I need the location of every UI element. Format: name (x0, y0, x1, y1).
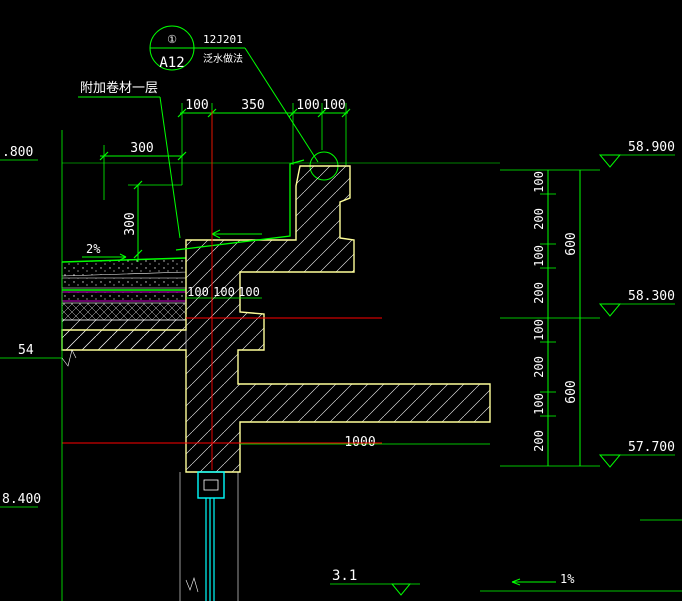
elevation-marker-3: 57.700 (598, 440, 675, 468)
dim-parapet-offset: 300 (99, 141, 187, 200)
dim-top-3: 100 (296, 98, 319, 113)
dim-overhang-text: 1000 (344, 435, 375, 450)
elevation-marker-2: 58.300 (598, 289, 675, 317)
dim-right-8: 200 (532, 430, 546, 452)
right-dimension-column: 100 200 100 200 100 200 100 200 600 600 (500, 169, 600, 467)
dim-right-5: 100 (532, 319, 546, 341)
callout-sheet: A12 (159, 55, 184, 71)
dim-beam-3: 100 (238, 285, 260, 299)
dim-right-2: 200 (532, 208, 546, 230)
dim-right-3: 100 (532, 245, 546, 267)
callout-leader (244, 47, 319, 163)
slope-bottom-arrow (511, 578, 556, 586)
window-frame (179, 471, 239, 601)
dim-top-2: 350 (241, 98, 264, 113)
dim-top-4: 100 (322, 98, 345, 113)
callout-index: ① (167, 33, 177, 46)
dim-right-7: 100 (532, 393, 546, 415)
edge-label-top: .800 (2, 145, 33, 160)
window-head-profile (197, 471, 225, 499)
dim-beam-2: 100 (213, 285, 235, 299)
elevation-marker-1: 58.900 (598, 140, 675, 168)
concrete-section (61, 165, 491, 473)
level-bottom-left: 3.1 (332, 568, 357, 584)
roof-lightweight-fill-layer (61, 302, 187, 321)
parapet-waterproof-layer (175, 159, 305, 251)
callout-reference: 12J201 (203, 33, 243, 46)
roof-screed-layer (61, 277, 187, 289)
edge-label-mid: 54 (18, 343, 34, 358)
edge-label-bottom: 8.400 (2, 492, 41, 507)
bottom-level: 3.1 (330, 568, 420, 596)
membrane-arrow (211, 229, 262, 239)
beam-dimension-chain: 100 100 100 (186, 285, 262, 299)
dim-right-total-upper: 600 (564, 232, 579, 255)
callout-note: 泛水做法 (203, 52, 243, 65)
slope-bottom-label: 1% (560, 572, 575, 586)
dim-parapet-height-text: 300 (123, 212, 138, 235)
membrane-note-leader (159, 96, 181, 239)
slope-roof-arrow (82, 253, 127, 261)
dim-beam-1: 100 (187, 285, 209, 299)
axis-lines (62, 110, 382, 470)
elevation-value-2: 58.300 (628, 289, 675, 304)
dim-parapet-height: 300 (123, 180, 182, 262)
dim-right-1: 100 (532, 171, 546, 193)
dim-right-4: 200 (532, 282, 546, 304)
dim-right-6: 200 (532, 356, 546, 378)
roof-insulation-layer (61, 291, 187, 302)
dim-right-total-lower: 600 (564, 380, 579, 403)
roof-surface-line (61, 257, 187, 263)
slope-roof-label: 2% (86, 242, 101, 256)
dim-overhang: 1000 (240, 435, 490, 450)
left-edge: .800 54 8.400 (0, 130, 77, 601)
elevation-value-3: 57.700 (628, 440, 675, 455)
elevation-value-1: 58.900 (628, 140, 675, 155)
membrane-note-text: 附加卷材一层 (80, 80, 158, 96)
bottom-slope: 1% (480, 519, 682, 592)
break-line (185, 576, 199, 593)
membrane-note: 附加卷材一层 (78, 80, 181, 239)
dim-parapet-offset-text: 300 (130, 141, 153, 156)
dim-top-1: 100 (185, 98, 208, 113)
